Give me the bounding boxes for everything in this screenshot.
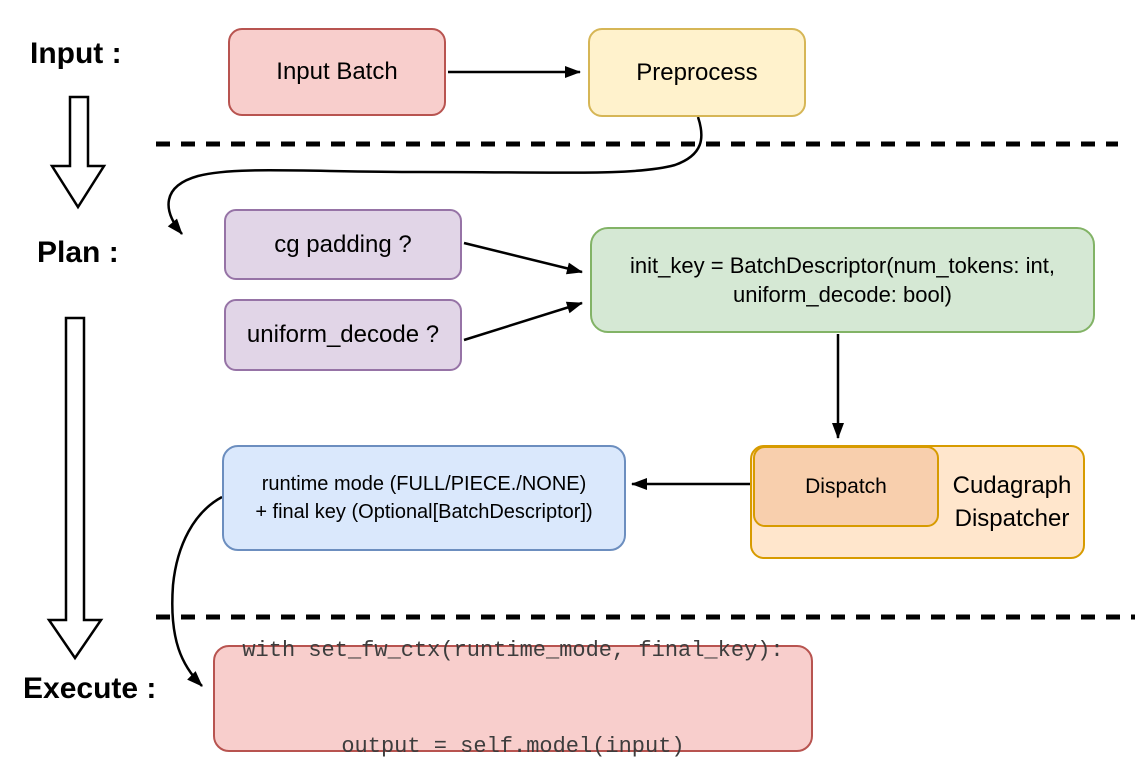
arrow-uniformdecode-to-initkey [463,301,583,342]
runtime-mode-node: runtime mode (FULL/PIECE./NONE) + final … [222,445,626,551]
dispatcher-title-line1: Cudagraph [952,472,1072,499]
input-batch-label: Input Batch [276,58,398,85]
cudagraph-dispatcher-node: Dispatch Cudagraph Dispatcher [750,445,1085,559]
cg-padding-label: cg padding ? [274,230,412,258]
cg-padding-node: cg padding ? [224,209,462,280]
dispatcher-title-line2: Dispatcher [954,505,1070,532]
preprocess-node: Preprocess [588,28,806,117]
plan-to-execute-arrow-icon [46,316,104,661]
init-key-node: init_key = BatchDescriptor(num_tokens: i… [590,227,1095,333]
execute-code-line1: with set_fw_ctx(runtime_mode, final_key)… [242,637,784,663]
dispatch-node: Dispatch [753,446,939,527]
execute-code-line2: output = self.model(input) [341,733,685,759]
input-batch-node: Input Batch [228,28,446,116]
uniform-decode-label: uniform_decode ? [246,321,440,348]
runtime-mode-line2: + final key (Optional[BatchDescriptor]) [255,501,593,523]
uniform-decode-node: uniform_decode ? [224,299,462,371]
init-key-line2: uniform_decode: bool) [733,282,952,307]
input-to-plan-arrow-icon [49,95,107,210]
arrow-cgpadding-to-initkey [463,241,583,275]
dispatch-label: Dispatch [805,474,887,498]
preprocess-label: Preprocess [636,58,758,86]
execute-code-node: with set_fw_ctx(runtime_mode, final_key)… [213,638,813,759]
execute-phase-label: Execute : [23,672,157,705]
plan-phase-label: Plan : [37,236,119,269]
input-phase-label: Input : [30,37,122,70]
cudagraph-dispatcher-title: Cudagraph Dispatcher [938,469,1086,535]
init-key-line1: init_key = BatchDescriptor(num_tokens: i… [630,253,1055,278]
runtime-mode-line1: runtime mode (FULL/PIECE./NONE) [261,473,587,495]
